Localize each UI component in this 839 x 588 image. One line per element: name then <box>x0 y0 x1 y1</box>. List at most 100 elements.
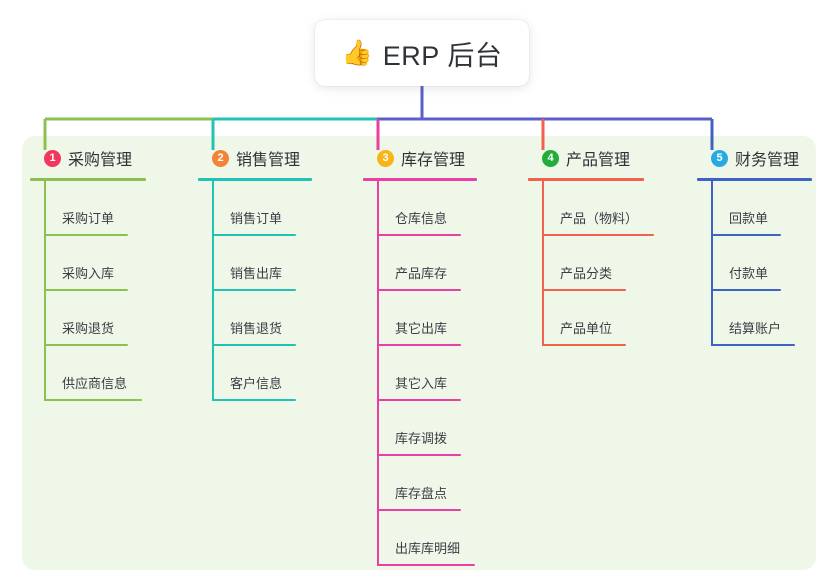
branch-item[interactable]: 库存调拨 <box>363 401 477 456</box>
branch-number-badge: 5 <box>711 149 728 167</box>
branch-header-4[interactable]: 4 产品管理 <box>528 144 644 172</box>
branch-item[interactable]: 结算账户 <box>697 291 812 346</box>
branch-item-label: 回款单 <box>729 211 769 226</box>
branch-item[interactable]: 付款单 <box>697 236 812 291</box>
branch-item-label: 产品库存 <box>395 266 448 281</box>
branch-item[interactable]: 销售出库 <box>198 236 312 291</box>
branch-title: 财务管理 <box>735 152 800 169</box>
branch-item-underline <box>377 564 475 566</box>
branch-underline <box>363 178 477 181</box>
branch-item[interactable]: 供应商信息 <box>30 346 146 401</box>
branch-item-underline <box>377 509 461 511</box>
branch-item-label: 采购退货 <box>62 321 115 336</box>
branch-spine <box>212 181 214 401</box>
branch-item[interactable]: 采购订单 <box>30 181 146 236</box>
branch-item-label: 销售退货 <box>230 321 283 336</box>
branch-item[interactable]: 仓库信息 <box>363 181 477 236</box>
branch-title: 库存管理 <box>401 152 466 169</box>
branch-item-label: 产品单位 <box>560 321 613 336</box>
branch-item-underline <box>212 234 296 236</box>
branch-item-label: 销售出库 <box>230 266 283 281</box>
root-node-content: 👍 ERP 后台 <box>342 34 503 73</box>
branch-number-badge: 4 <box>542 149 559 167</box>
branch-item[interactable]: 出库库明细 <box>363 511 477 566</box>
branch-item[interactable]: 产品库存 <box>363 236 477 291</box>
branch-spine <box>377 181 379 566</box>
branch-item-list: 产品（物料） 产品分类产品单位 <box>528 181 654 346</box>
branch-item[interactable]: 其它入库 <box>363 346 477 401</box>
branch-item-underline <box>542 289 626 291</box>
branch-item-underline <box>377 289 461 291</box>
branch-item-label: 库存盘点 <box>395 486 448 501</box>
branch-item-label: 库存调拨 <box>395 431 448 446</box>
branch-item[interactable]: 销售退货 <box>198 291 312 346</box>
branch-item-label: 销售订单 <box>230 211 283 226</box>
branch-item[interactable]: 其它出库 <box>363 291 477 346</box>
branch-item-underline <box>377 454 461 456</box>
branch-item-label: 采购入库 <box>62 266 115 281</box>
branch-item-underline <box>44 289 128 291</box>
branch-spine <box>711 181 713 346</box>
branch-item[interactable]: 采购退货 <box>30 291 146 346</box>
branch-column-5: 5 财务管理回款单付款单结算账户 <box>697 144 812 346</box>
branch-item[interactable]: 库存盘点 <box>363 456 477 511</box>
branch-item-label: 产品分类 <box>560 266 613 281</box>
branch-underline <box>30 178 146 181</box>
branch-item-list: 采购订单采购入库采购退货供应商信息 <box>30 181 146 401</box>
branch-item[interactable]: 回款单 <box>697 181 812 236</box>
branch-item-underline <box>212 289 296 291</box>
branch-item-list: 销售订单销售出库销售退货客户信息 <box>198 181 312 401</box>
branch-column-2: 2 销售管理销售订单销售出库销售退货客户信息 <box>198 144 312 401</box>
branch-item-label: 出库库明细 <box>395 541 461 556</box>
branch-item[interactable]: 产品单位 <box>528 291 644 346</box>
branch-item-label: 供应商信息 <box>62 376 128 391</box>
page-title: ERP 后台 <box>382 40 503 71</box>
branch-item-label: 仓库信息 <box>395 211 448 226</box>
branch-item-label: 付款单 <box>729 266 769 281</box>
branch-column-4: 4 产品管理产品（物料） 产品分类产品单位 <box>528 144 654 346</box>
branch-spine <box>542 181 544 346</box>
branch-number-badge: 2 <box>212 149 229 167</box>
branch-item[interactable]: 客户信息 <box>198 346 312 401</box>
diagram-panel <box>22 136 816 570</box>
branch-item-underline <box>711 289 781 291</box>
branch-item-label: 其它入库 <box>395 376 448 391</box>
branch-title: 销售管理 <box>236 152 301 169</box>
branch-item[interactable]: 销售订单 <box>198 181 312 236</box>
branch-item-list: 仓库信息产品库存其它出库其它入库库存调拨库存盘点出库库明细 <box>363 181 477 566</box>
branch-item[interactable]: 采购入库 <box>30 236 146 291</box>
branch-item-underline <box>212 399 296 401</box>
branch-item-underline <box>377 399 461 401</box>
branch-underline <box>198 178 312 181</box>
branch-item-underline <box>44 234 128 236</box>
branch-item[interactable]: 产品（物料） <box>528 181 654 236</box>
branch-item-underline <box>44 399 142 401</box>
branch-underline <box>697 178 812 181</box>
branch-title: 采购管理 <box>68 152 133 169</box>
branch-item-label: 结算账户 <box>729 321 782 336</box>
branch-item-underline <box>212 344 296 346</box>
branch-item-label: 其它出库 <box>395 321 448 336</box>
branch-item-underline <box>377 344 461 346</box>
branch-item-label: 客户信息 <box>230 376 283 391</box>
root-node[interactable]: 👍 ERP 后台 <box>315 20 529 86</box>
branch-header-3[interactable]: 3 库存管理 <box>363 144 477 172</box>
branch-number-badge: 3 <box>377 149 394 167</box>
branch-header-2[interactable]: 2 销售管理 <box>198 144 312 172</box>
branch-spine <box>44 181 46 401</box>
branch-item[interactable]: 产品分类 <box>528 236 644 291</box>
branch-item-underline <box>711 234 781 236</box>
branch-title: 产品管理 <box>566 152 631 169</box>
branch-item-underline <box>377 234 461 236</box>
branch-item-underline <box>542 344 626 346</box>
branch-item-underline <box>542 234 654 236</box>
branch-underline <box>528 178 644 181</box>
branch-column-3: 3 库存管理仓库信息产品库存其它出库其它入库库存调拨库存盘点出库库明细 <box>363 144 477 566</box>
branch-header-5[interactable]: 5 财务管理 <box>697 144 812 172</box>
branch-item-underline <box>711 344 795 346</box>
branch-item-label: 产品（物料） <box>560 211 639 226</box>
branch-item-list: 回款单付款单结算账户 <box>697 181 812 346</box>
